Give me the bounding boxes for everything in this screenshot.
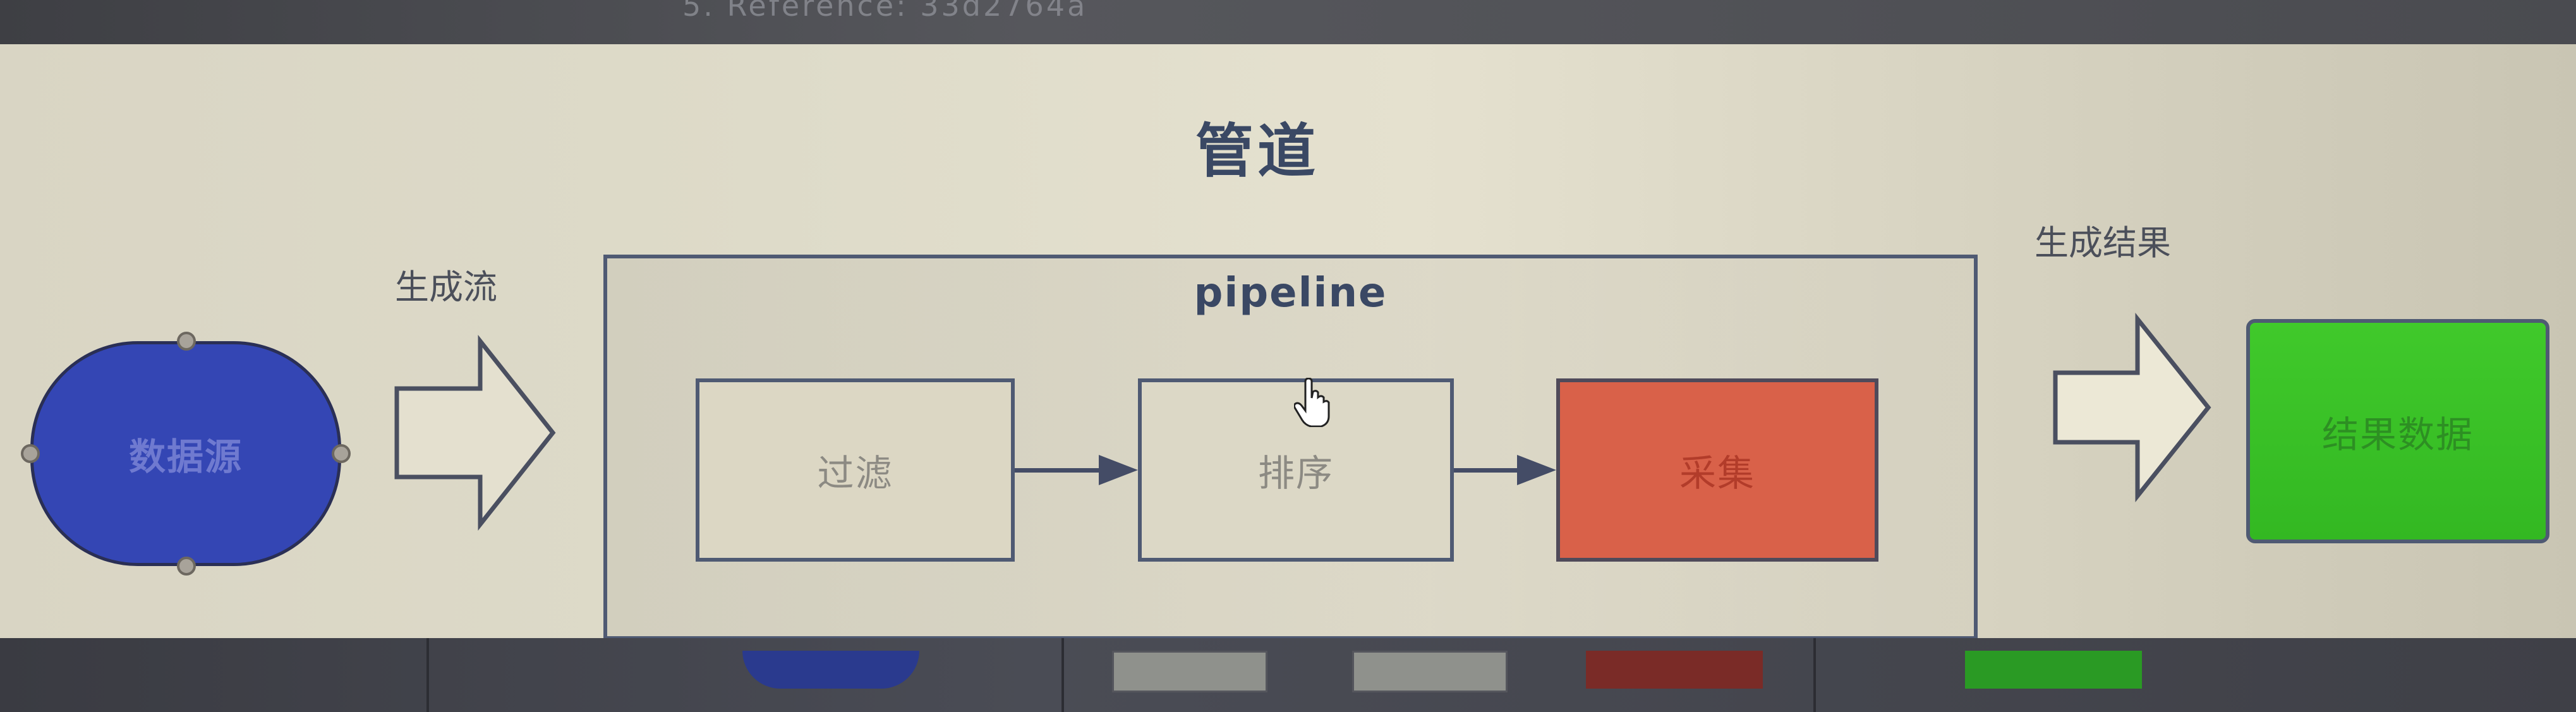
generate-stream-label: 生成流 <box>395 267 497 307</box>
data-source-node[interactable]: 数据源 <box>30 341 341 566</box>
source-handle-bottom[interactable] <box>177 557 196 576</box>
bottom-divider <box>426 638 429 712</box>
background-text: 5. Reference: 33d2764a <box>682 0 1088 23</box>
arrow-sort-to-collect <box>1454 468 1520 473</box>
collect-stage[interactable]: 采集 <box>1556 378 1878 562</box>
generate-stream-arrow <box>394 335 556 531</box>
arrow-head-sort-to-collect <box>1517 455 1556 485</box>
pipeline-label: pipeline <box>1194 270 1388 317</box>
pipeline-container: pipeline 过滤 排序 采集 <box>603 255 1978 640</box>
data-source-label: 数据源 <box>128 435 243 478</box>
arrow-head-filter-to-sort <box>1099 455 1138 485</box>
source-handle-right[interactable] <box>332 444 351 463</box>
bottom-divider <box>1061 638 1064 712</box>
diagram-title: 管道 <box>1195 118 1319 185</box>
generate-result-arrow <box>2053 313 2211 502</box>
background-sort-shape <box>1352 651 1508 692</box>
background-source-shape <box>742 651 919 689</box>
source-handle-top[interactable] <box>177 332 196 351</box>
bottom-background-strip <box>0 638 2576 712</box>
hand-cursor-icon <box>1294 378 1330 427</box>
arrow-filter-to-sort <box>1015 468 1103 473</box>
result-data-node[interactable]: 结果数据 <box>2246 319 2549 543</box>
source-handle-left[interactable] <box>21 444 40 463</box>
background-collect-shape <box>1586 651 1763 689</box>
top-background-strip: 5. Reference: 33d2764a <box>0 0 2576 44</box>
background-result-shape <box>1965 651 2142 689</box>
background-filter-shape <box>1112 651 1267 692</box>
filter-stage[interactable]: 过滤 <box>696 378 1015 562</box>
bottom-divider <box>1813 638 1816 712</box>
generate-result-label: 生成结果 <box>2035 223 2171 263</box>
diagram-panel: 管道 数据源 生成流 pipeline 过滤 排序 采集 <box>0 44 2576 640</box>
